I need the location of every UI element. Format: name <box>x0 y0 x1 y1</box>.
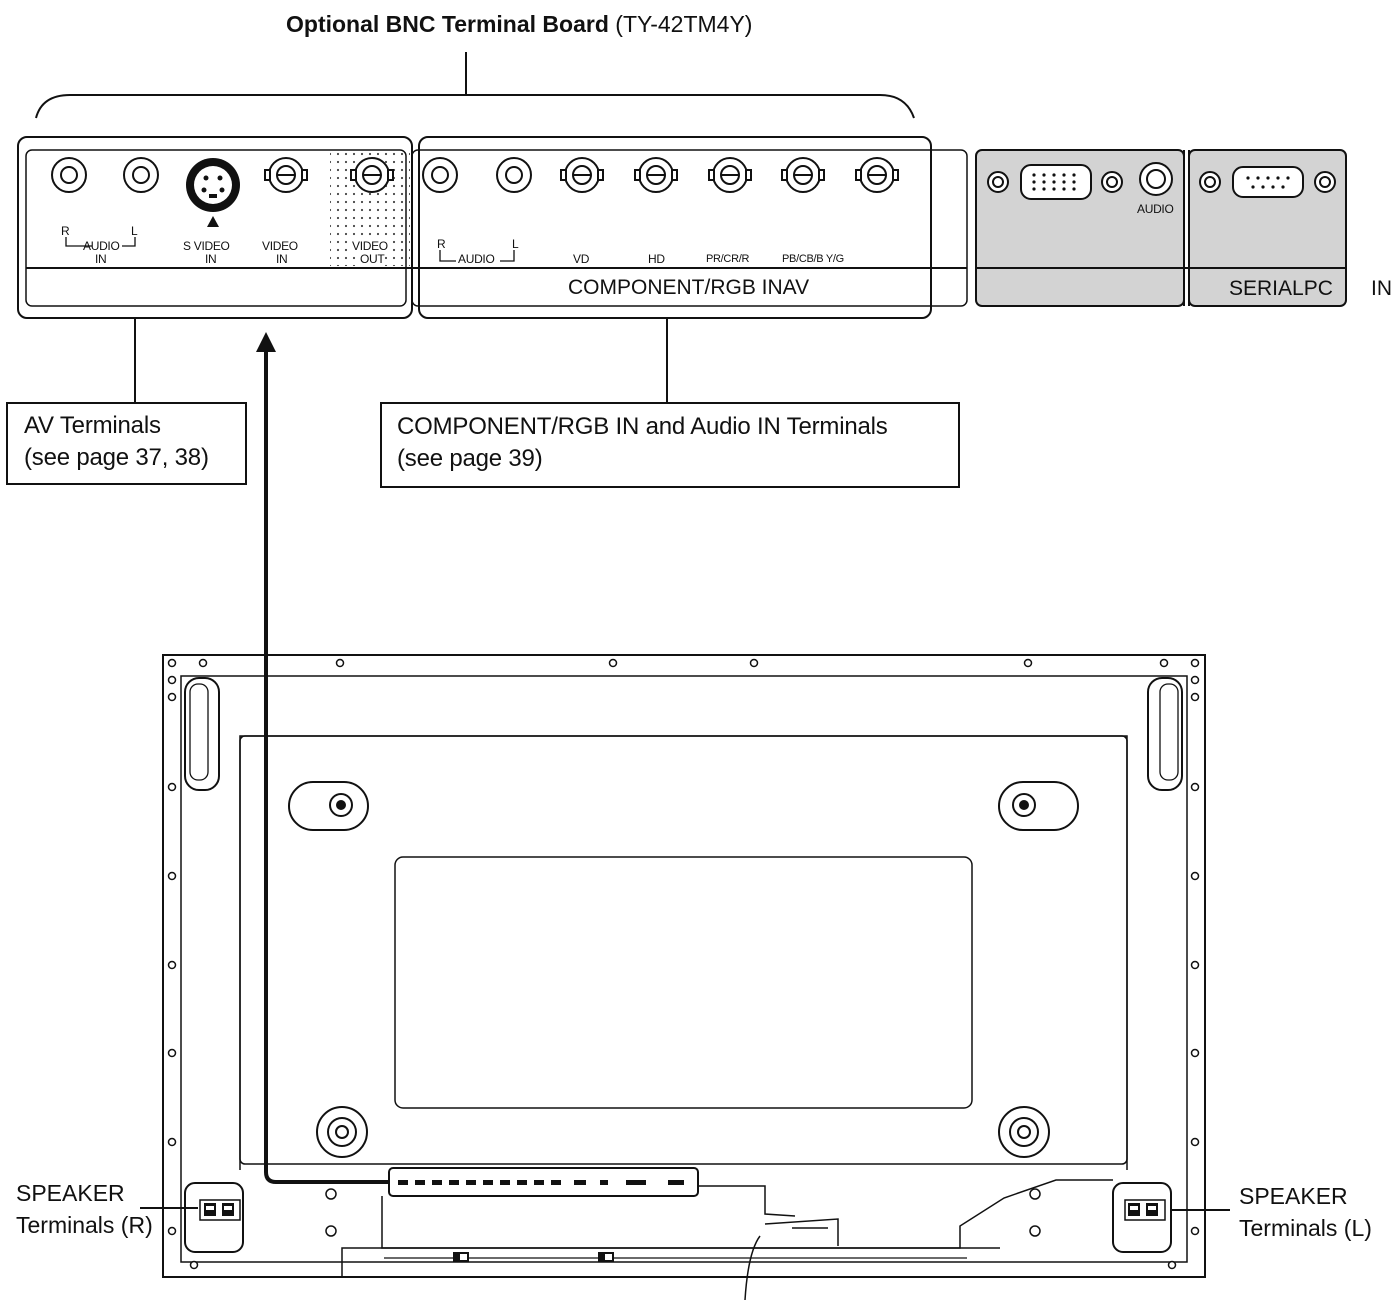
speaker-l-line1: SPEAKER <box>1239 1183 1348 1209</box>
display-back <box>162 654 1206 1301</box>
label-video-in-in: IN <box>276 252 288 266</box>
s-video-jack <box>186 158 240 227</box>
serial-dsub-connector <box>1232 166 1304 198</box>
board-title: Optional BNC Terminal Board (TY-42TM4Y) <box>286 10 752 38</box>
board-bracket <box>35 52 915 119</box>
pc-serial-panel <box>975 149 1347 307</box>
label-hd: HD <box>648 252 665 266</box>
audio-r-jack <box>51 157 87 193</box>
y-bnc-jack <box>855 157 899 193</box>
video-out-bnc-jack <box>350 157 394 193</box>
label-vd: VD <box>573 252 590 266</box>
board-title-model: (TY-42TM4Y) <box>615 11 753 37</box>
av-terminals-title: AV Terminals <box>24 412 161 439</box>
comp-audio-r-jack <box>422 157 458 193</box>
pb-bnc-jack <box>781 157 825 193</box>
label-audio-r: R <box>61 224 70 238</box>
component-terminals-callout: COMPONENT/RGB IN and Audio IN Terminals … <box>380 402 960 488</box>
label-audio-l: L <box>131 224 138 238</box>
audio-l-jack <box>123 157 159 193</box>
component-board-outline <box>418 136 932 319</box>
av-terminals-callout: AV Terminals (see page 37, 38) <box>6 402 247 485</box>
speaker-terminal-l-housing <box>1112 1182 1172 1253</box>
component-terminals-page-ref: (see page 39) <box>397 445 543 472</box>
label-audio-in: IN <box>95 252 107 266</box>
pc-in-dsub-connector <box>1020 164 1092 200</box>
component-rgb-bar-label: COMPONENT/RGB INAV <box>568 276 810 299</box>
label-audio: AUDIO <box>83 239 120 253</box>
label-video-out: VIDEO <box>352 239 388 253</box>
connection-arrow <box>264 345 389 1184</box>
label-comp-audio: AUDIO <box>458 252 495 266</box>
label-comp-audio-l: L <box>512 237 519 251</box>
av-terminals-page-ref: (see page 37, 38) <box>24 444 209 471</box>
label-video-in: VIDEO <box>262 239 298 253</box>
speaker-terminals-r-label: SPEAKER Terminals (R) <box>16 1177 153 1241</box>
pr-bnc-jack <box>708 157 752 193</box>
label-s-video-in: IN <box>205 252 217 266</box>
label-pc-audio: AUDIO <box>1137 202 1174 216</box>
speaker-l-line2: Terminals (L) <box>1239 1215 1372 1241</box>
speaker-r-line1: SPEAKER <box>16 1180 125 1206</box>
label-serial-in: IN <box>1371 277 1392 300</box>
label-video-out-out: OUT <box>360 252 385 266</box>
video-in-bnc-jack <box>264 157 308 193</box>
screw-holes <box>167 658 1200 1270</box>
label-serial-pc: SERIALPC <box>1229 277 1333 300</box>
label-pr: PR/CR/R <box>706 253 750 265</box>
speaker-terminals-l-label: SPEAKER Terminals (L) <box>1239 1180 1372 1244</box>
label-comp-audio-r: R <box>437 237 446 251</box>
component-terminals-title: COMPONENT/RGB IN and Audio IN Terminals <box>397 413 888 440</box>
label-s-video: S VIDEO <box>183 239 230 253</box>
comp-audio-l-jack <box>496 157 532 193</box>
board-title-bold: Optional BNC Terminal Board <box>286 11 609 37</box>
label-pb-y: PB/CB/B Y/G <box>782 253 844 265</box>
vd-bnc-jack <box>560 157 604 193</box>
rear-center-panel <box>394 856 973 1109</box>
hd-bnc-jack <box>634 157 678 193</box>
speaker-terminal-r-housing <box>184 1182 244 1253</box>
speaker-r-line2: Terminals (R) <box>16 1212 153 1238</box>
